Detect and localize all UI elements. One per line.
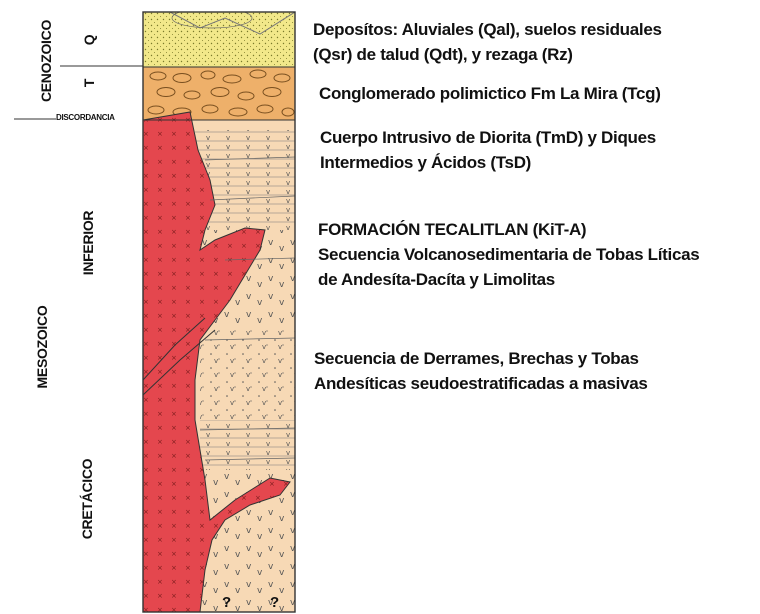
description-derrames: Secuencia de Derrames, Brechas y Tobas A… — [314, 346, 648, 396]
conglomerate-layer — [143, 67, 295, 120]
description-quaternary: Deposítos: Aluviales (Qal), suelos resid… — [313, 17, 662, 67]
description-line: Cuerpo Intrusivo de Diorita (TmD) y Diqu… — [320, 128, 656, 147]
period-label-cretacico: CRETÁCICO — [79, 458, 95, 540]
description-conglomerate: Conglomerado polimictico Fm La Mira (Tcg… — [319, 81, 661, 106]
description-line: Deposítos: Aluviales (Qal), suelos resid… — [313, 20, 662, 39]
description-line: Intermedios y Ácidos (TsD) — [320, 153, 532, 172]
discordancia-label: DISCORDANCIA — [56, 113, 115, 122]
description-line: de Andesíta-Dacíta y Limolitas — [318, 270, 555, 289]
description-line: Secuencia de Derrames, Brechas y Tobas — [314, 349, 639, 368]
description-line: Secuencia Volcanosedimentaria de Tobas L… — [318, 245, 700, 264]
description-tecalitlan: FORMACIÓN TECALITLAN (KiT-A) Secuencia V… — [318, 217, 700, 292]
era-label-cenozoico: CENOZOICO — [38, 19, 54, 103]
description-line: (Qsr) de talud (Qdt), y rezaga (Rz) — [313, 45, 573, 64]
period-label-t: T — [81, 78, 97, 88]
era-label-mesozoico: MESOZOICO — [34, 305, 50, 389]
subperiod-label-inferior: INFERIOR — [80, 210, 96, 276]
description-line: FORMACIÓN TECALITLAN (KiT-A) — [318, 220, 587, 239]
description-line: Andesíticas seudoestratificadas a masiva… — [314, 374, 648, 393]
period-label-q: Q — [81, 34, 97, 46]
description-line: Conglomerado polimictico Fm La Mira (Tcg… — [319, 84, 661, 103]
description-intrusive: Cuerpo Intrusivo de Diorita (TmD) y Diqu… — [320, 125, 656, 175]
uncertain-mark-1: ? — [222, 594, 232, 611]
uncertain-mark-2: ? — [270, 594, 280, 611]
